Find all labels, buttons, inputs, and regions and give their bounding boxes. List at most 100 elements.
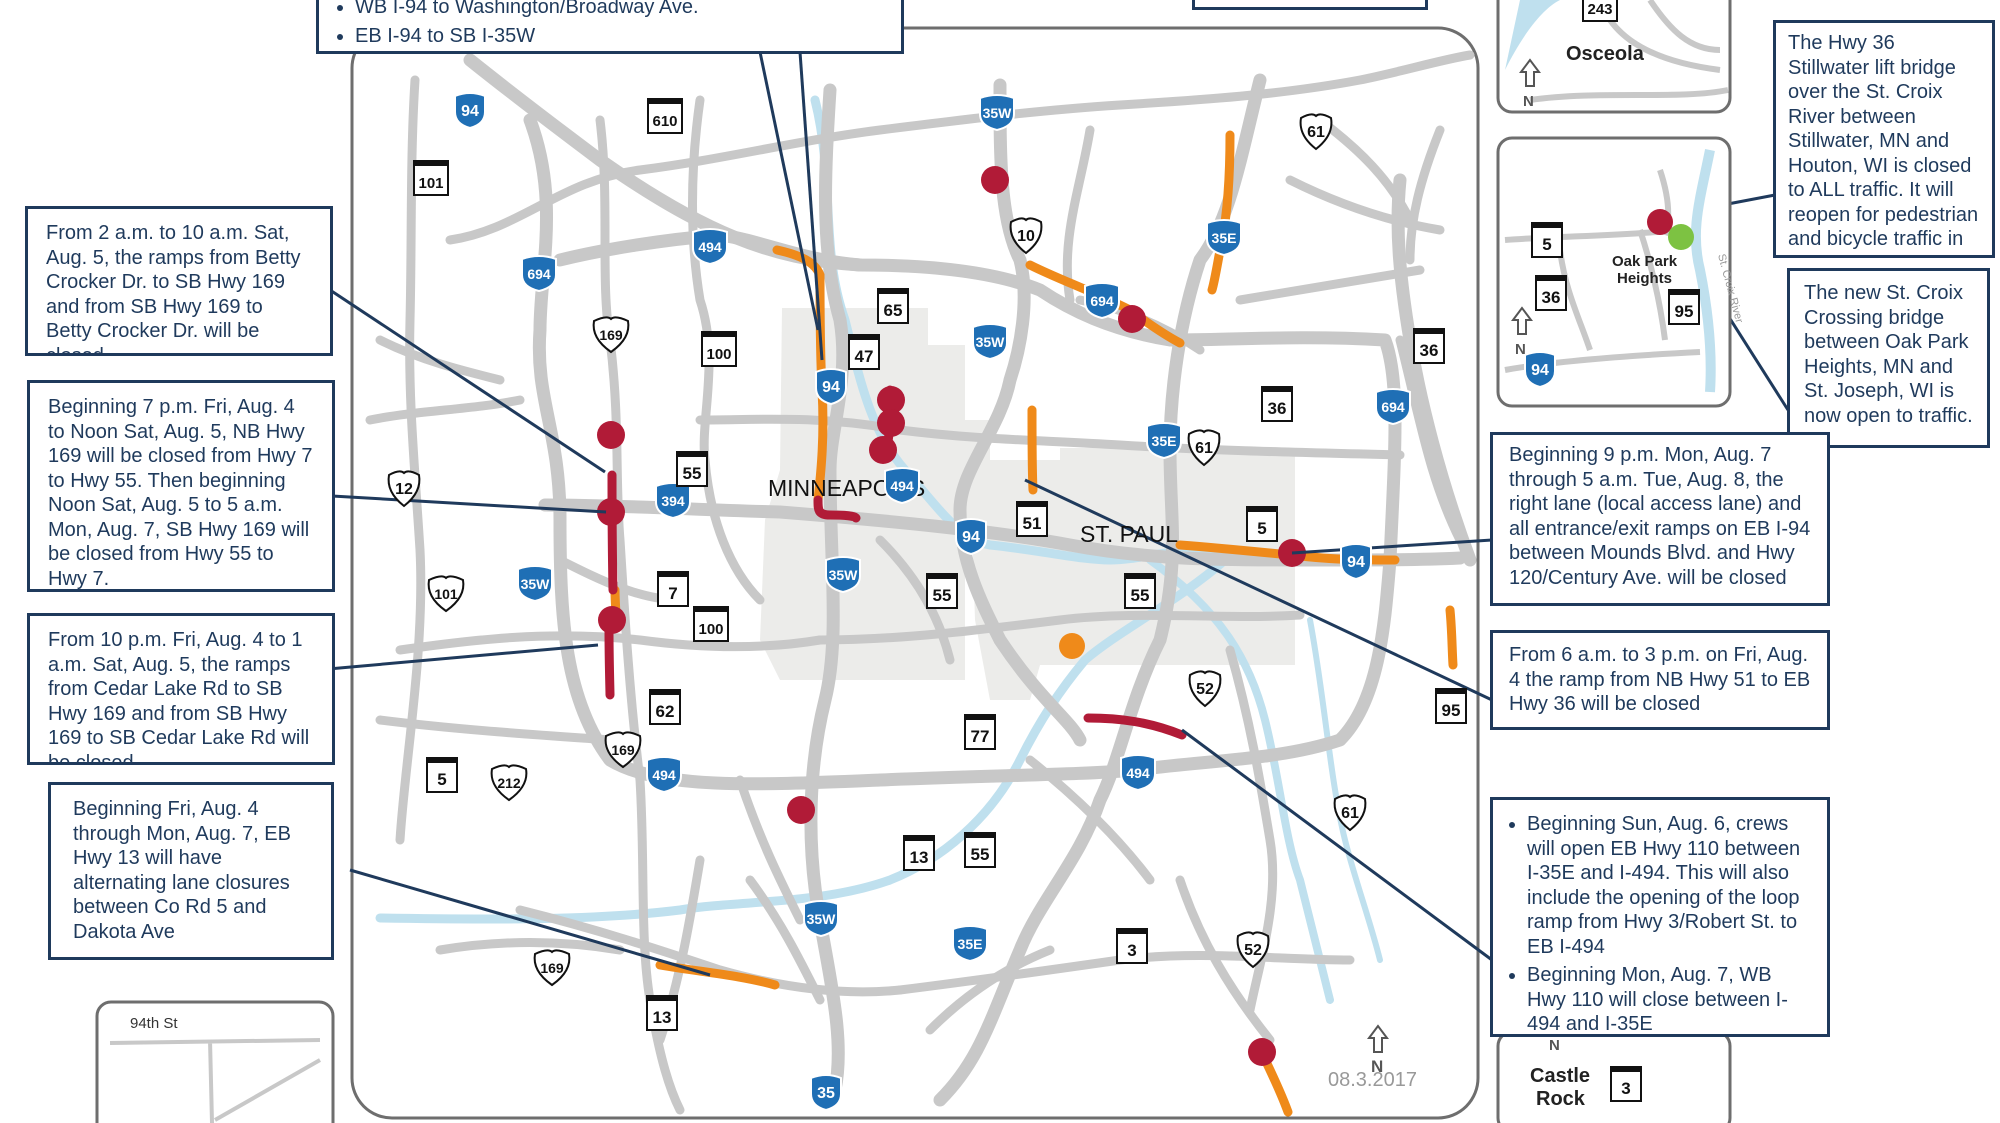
closure-points bbox=[198, 166, 1306, 1123]
interstate-route-shield-icon: 694 bbox=[1084, 282, 1120, 320]
svg-text:494: 494 bbox=[890, 478, 914, 494]
svg-text:35E: 35E bbox=[1212, 230, 1237, 246]
svg-text:61: 61 bbox=[1341, 805, 1359, 822]
state-route-shield-icon: 3 bbox=[1116, 928, 1148, 964]
north-arrow-icon-osceola: N bbox=[1520, 59, 1540, 110]
interstate-route-shield-icon: 394 bbox=[655, 482, 691, 520]
interstate-route-shield-icon: 694 bbox=[521, 255, 557, 293]
interstate-route-shield-icon: 35E bbox=[1146, 422, 1182, 460]
rivers bbox=[375, 95, 1383, 1004]
svg-text:61: 61 bbox=[1307, 124, 1325, 141]
interstate-route-shield-icon: 494 bbox=[692, 228, 728, 266]
svg-text:N: N bbox=[1371, 1057, 1383, 1076]
oak-park-label-2: Heights bbox=[1617, 270, 1672, 287]
callout-betty-crocker: From 2 a.m. to 10 a.m. Sat, Aug. 5, the … bbox=[25, 206, 333, 356]
interstate-route-shield-icon: 694 bbox=[1375, 388, 1411, 426]
state-route-shield-icon: 77 bbox=[964, 714, 996, 750]
svg-text:694: 694 bbox=[1381, 399, 1405, 415]
svg-text:36: 36 bbox=[1420, 341, 1439, 360]
interstate-route-shield-icon: 35W bbox=[517, 565, 553, 603]
svg-text:3: 3 bbox=[1127, 941, 1136, 960]
state-route-shield-icon: 62 bbox=[649, 689, 681, 725]
state-route-shield-icon: 65 bbox=[877, 288, 909, 324]
callout-top-right-partial bbox=[1192, 0, 1428, 10]
svg-text:62: 62 bbox=[656, 702, 675, 721]
svg-text:N: N bbox=[1515, 341, 1526, 358]
svg-text:65: 65 bbox=[884, 301, 903, 320]
svg-text:13: 13 bbox=[910, 848, 929, 867]
us-route-shield-icon: 10 bbox=[1009, 217, 1043, 255]
state-route-shield-icon: 13 bbox=[646, 995, 678, 1031]
state-route-shield-icon: 243 bbox=[1582, 0, 1618, 22]
state-route-shield-icon: 55 bbox=[964, 832, 996, 868]
svg-text:101: 101 bbox=[434, 586, 458, 602]
interstate-route-shield-icon: 94 bbox=[815, 368, 847, 406]
callout-hwy110-close: Beginning Mon, Aug. 7, WB Hwy 110 will c… bbox=[1527, 963, 1811, 1034]
state-route-shield-icon: 55 bbox=[676, 451, 708, 487]
svg-text:35E: 35E bbox=[958, 936, 983, 952]
north-arrow-icon-castle-rock: N bbox=[1549, 1037, 1560, 1054]
svg-text:55: 55 bbox=[1131, 586, 1150, 605]
us-route-shield-icon: 169 bbox=[592, 316, 630, 354]
svg-text:12: 12 bbox=[395, 481, 413, 498]
state-route-shield-icon: 36 bbox=[1535, 275, 1567, 311]
state-route-shield-icon: 13 bbox=[903, 835, 935, 871]
interstate-route-shield-icon: 35W bbox=[803, 900, 839, 938]
svg-text:35E: 35E bbox=[1152, 433, 1177, 449]
svg-text:101: 101 bbox=[418, 175, 443, 192]
sw-inset bbox=[95, 1000, 335, 1123]
osceola-label: Osceola bbox=[1566, 43, 1645, 65]
svg-text:94: 94 bbox=[1347, 554, 1365, 571]
callout-top-ramp-2: EB I-94 to SB I-35W bbox=[355, 24, 883, 49]
svg-text:94: 94 bbox=[1531, 362, 1549, 379]
castle-rock-label-2: Rock bbox=[1536, 1088, 1586, 1110]
svg-text:5: 5 bbox=[1542, 235, 1551, 254]
state-route-shield-icon: 95 bbox=[1668, 289, 1700, 325]
svg-text:10: 10 bbox=[1017, 228, 1035, 245]
svg-text:55: 55 bbox=[933, 586, 952, 605]
interstate-route-shield-icon: 35W bbox=[825, 556, 861, 594]
oak-park-label: Oak Park bbox=[1612, 253, 1678, 270]
svg-text:55: 55 bbox=[683, 464, 702, 483]
interstate-route-shield-icon: 494 bbox=[646, 756, 682, 794]
svg-text:N: N bbox=[1523, 93, 1534, 110]
callout-cedar-lake: From 10 p.m. Fri, Aug. 4 to 1 a.m. Sat, … bbox=[27, 613, 335, 765]
interstate-route-shield-icon: 494 bbox=[884, 467, 920, 505]
svg-text:494: 494 bbox=[1126, 765, 1150, 781]
interstate-route-shield-icon: 94 bbox=[955, 518, 987, 556]
interstate-route-shield-icon: 35E bbox=[1206, 219, 1242, 257]
state-route-shield-icon: 47 bbox=[848, 334, 880, 370]
state-route-shield-icon: 100 bbox=[693, 606, 729, 642]
svg-text:169: 169 bbox=[611, 742, 635, 758]
svg-text:95: 95 bbox=[1675, 302, 1694, 321]
svg-text:36: 36 bbox=[1542, 288, 1561, 307]
us-route-shield-icon: 212 bbox=[490, 764, 528, 802]
interstate-route-shield-icon: 35W bbox=[979, 94, 1015, 132]
us-route-shield-icon: 52 bbox=[1188, 670, 1222, 708]
stillwater-bridge-point bbox=[1647, 209, 1673, 235]
callout-eb-i94: Beginning 9 p.m. Mon, Aug. 7 through 5 a… bbox=[1490, 432, 1830, 606]
interstate-route-shield-icon: 94 bbox=[1524, 351, 1556, 389]
svg-text:5: 5 bbox=[437, 770, 446, 789]
svg-text:N: N bbox=[1549, 1037, 1560, 1054]
map-date: 08.3.2017 bbox=[1328, 1069, 1417, 1091]
delay-point bbox=[1059, 633, 1085, 659]
svg-text:35W: 35W bbox=[521, 576, 551, 592]
state-route-shield-icon: 7 bbox=[657, 571, 689, 607]
svg-text:35W: 35W bbox=[983, 105, 1013, 121]
state-route-shield-icon: 3 bbox=[1610, 1066, 1642, 1102]
state-route-shield-icon: 55 bbox=[1124, 573, 1156, 609]
oak-park-inset bbox=[1496, 136, 1732, 408]
callout-hwy110-open: Beginning Sun, Aug. 6, crews will open E… bbox=[1527, 812, 1811, 959]
state-route-shield-icon: 95 bbox=[1435, 688, 1467, 724]
svg-text:5: 5 bbox=[1257, 519, 1266, 538]
callout-hwy13: Beginning Fri, Aug. 4 through Mon, Aug. … bbox=[48, 782, 334, 960]
callout-top-ramp-1: WB I-94 to Washington/Broadway Ave. bbox=[355, 0, 883, 20]
interstate-route-shield-icon: 35 bbox=[810, 1074, 842, 1112]
state-route-shield-icon: 36 bbox=[1261, 386, 1293, 422]
svg-text:94: 94 bbox=[461, 103, 479, 120]
callout-top-ramps: WB I-94 to Washington/Broadway Ave. EB I… bbox=[316, 0, 904, 54]
us-route-shield-icon: 101 bbox=[427, 575, 465, 613]
svg-text:52: 52 bbox=[1196, 681, 1214, 698]
